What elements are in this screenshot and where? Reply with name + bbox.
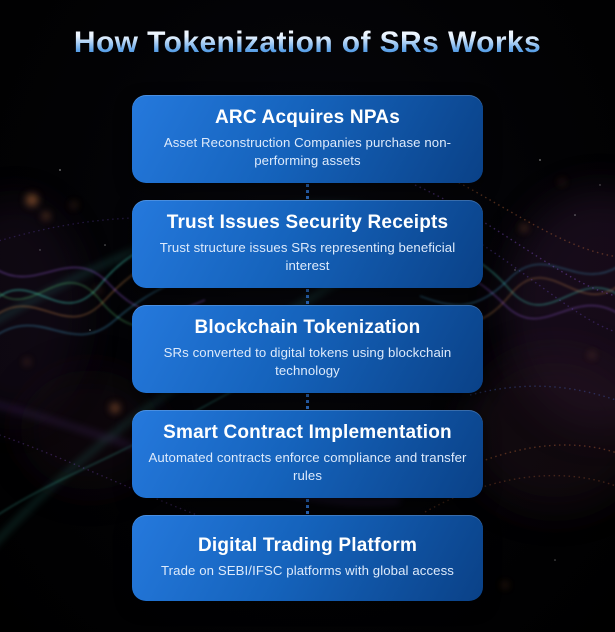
- connector-dotted-line: [305, 289, 309, 304]
- step-description: Trade on SEBI/IFSC platforms with global…: [161, 563, 454, 579]
- step-title: Smart Contract Implementation: [163, 422, 452, 444]
- step-title: Digital Trading Platform: [197, 535, 418, 557]
- step-card-arc-acquires-npas: ARC Acquires NPAs Asset Reconstruction C…: [132, 95, 483, 183]
- step-card-smart-contract-implementation: Smart Contract Implementation Automated …: [132, 410, 483, 498]
- step-card-digital-trading-platform: Digital Trading Platform Trade on SEBI/I…: [132, 515, 483, 601]
- step-description: Trust structure issues SRs representing …: [159, 239, 456, 274]
- connector-dotted-line: [305, 184, 309, 199]
- step-title: Blockchain Tokenization: [194, 317, 421, 339]
- step-description: SRs converted to digital tokens using bl…: [163, 344, 452, 379]
- step-title: ARC Acquires NPAs: [215, 107, 400, 129]
- step-title: Trust Issues Security Receipts: [166, 212, 449, 234]
- step-description: Automated contracts enforce compliance a…: [148, 449, 467, 484]
- connector-dotted-line: [305, 394, 309, 409]
- connector-dotted-line: [305, 499, 309, 514]
- steps-flow: ARC Acquires NPAs Asset Reconstruction C…: [132, 95, 483, 601]
- page-title: How Tokenization of SRs Works: [0, 26, 615, 60]
- step-card-blockchain-tokenization: Blockchain Tokenization SRs converted to…: [132, 305, 483, 393]
- step-description: Asset Reconstruction Companies purchase …: [163, 134, 452, 169]
- step-card-trust-issues-security-receipts: Trust Issues Security Receipts Trust str…: [132, 200, 483, 288]
